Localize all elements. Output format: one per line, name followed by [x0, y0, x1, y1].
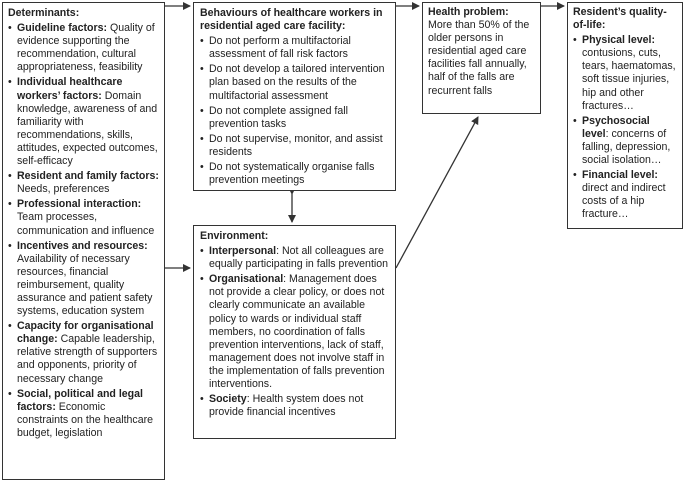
behaviour-item: Do not develop a tailored intervention p… — [200, 63, 389, 102]
determinant-item-text: Economic constraints on the healthcare b… — [17, 400, 154, 439]
environment-title: Environment: — [200, 230, 269, 242]
environment-item: Interpersonal: Not all colleagues are eq… — [200, 245, 389, 271]
determinant-item: Professional interaction: Team processes… — [8, 198, 159, 237]
determinant-item-text: Quality of evidence supporting the recom… — [17, 22, 155, 74]
environment-item-label: Organisational — [209, 273, 284, 286]
environment-box: Environment: Interpersonal: Not all coll… — [193, 225, 396, 439]
quality-of-life-title: Resident’s quality-of-life: — [573, 6, 667, 32]
quality-of-life-item-text: direct and indirect costs of a hip fract… — [582, 182, 666, 221]
determinant-item-label: Incentives and resources: — [17, 239, 148, 252]
determinant-item-label: Resident and family factors: — [17, 170, 159, 183]
environment-item-text: : Not all colleagues are equally partici… — [209, 245, 389, 271]
determinant-item-label: Guideline factors: — [17, 22, 108, 35]
determinant-item-label: Professional interaction: — [17, 198, 142, 211]
quality-of-life-item: Financial level: direct and indirect cos… — [573, 169, 677, 221]
behaviour-item: Do not systematically organise falls pre… — [200, 161, 389, 187]
determinants-title: Determinants: — [8, 7, 80, 19]
quality-of-life-box: Resident’s quality-of-life: Physical lev… — [567, 2, 683, 229]
determinant-item-label: Individual healthcare workers’ factors: — [17, 76, 123, 102]
health-problem-title: Health problem: — [428, 6, 509, 18]
quality-of-life-item-text: contusions, cuts, tears, haematomas, sof… — [582, 47, 676, 112]
determinant-item-text: Domain knowledge, awareness of and famil… — [17, 89, 158, 168]
quality-of-life-item-label: Financial level: — [582, 169, 658, 182]
behaviour-item: Do not perform a multifactorial assessme… — [200, 35, 389, 61]
determinant-item-label: Capacity for organisational change: — [17, 320, 154, 346]
environment-item-label: Interpersonal — [209, 245, 277, 258]
behaviours-list: Do not perform a multifactorial assessme… — [200, 35, 389, 187]
environment-item-label: Society — [209, 393, 247, 406]
quality-of-life-item: Psychosocial level: concerns of falling,… — [573, 115, 677, 167]
behaviours-title: Behaviours of healthcare workers in resi… — [200, 7, 383, 33]
determinant-item: Incentives and resources: Availability o… — [8, 240, 159, 319]
determinant-item: Individual healthcare workers’ factors: … — [8, 76, 159, 168]
behaviour-item: Do not complete assigned fall prevention… — [200, 105, 389, 131]
determinants-box: Determinants: Guideline factors: Quality… — [2, 2, 165, 480]
determinant-item: Resident and family factors: Needs, pref… — [8, 170, 159, 196]
quality-of-life-list: Physical level: contusions, cuts, tears,… — [573, 34, 677, 221]
determinant-item: Social, political and legal factors: Eco… — [8, 388, 159, 440]
environment-item: Society: Health system does not provide … — [200, 393, 389, 419]
behaviours-box: Behaviours of healthcare workers in resi… — [193, 2, 396, 191]
health-problem-box: Health problem: More than 50% of the old… — [422, 2, 541, 114]
quality-of-life-item: Physical level: contusions, cuts, tears,… — [573, 34, 677, 113]
arrow-environment-to-health-problem — [395, 116, 479, 269]
environment-item-text: : Management does not provide a clear po… — [209, 273, 385, 391]
determinant-item-text: Capable leadership, relative strength of… — [17, 333, 158, 385]
behaviour-item: Do not supervise, monitor, and assist re… — [200, 133, 389, 159]
determinant-item-label: Social, political and legal factors: — [17, 387, 143, 413]
determinant-item-text: Availability of necessary resources, fin… — [17, 252, 153, 318]
environment-list: Interpersonal: Not all colleagues are eq… — [200, 245, 389, 419]
quality-of-life-item-text: : concerns of falling, depression, socia… — [582, 127, 671, 167]
health-problem-text: More than 50% of the older persons in re… — [428, 19, 530, 97]
environment-item: Organisational: Management does not prov… — [200, 273, 389, 391]
determinant-item: Capacity for organisational change: Capa… — [8, 320, 159, 385]
quality-of-life-item-label: Physical level: — [582, 34, 656, 47]
determinant-item-text: Team processes, communication and influe… — [17, 211, 155, 237]
environment-item-text: : Health system does not provide financi… — [209, 393, 364, 419]
quality-of-life-item-label: Psychosocial level — [582, 114, 650, 140]
determinant-item-text: Needs, preferences — [17, 183, 110, 196]
determinant-item: Guideline factors: Quality of evidence s… — [8, 22, 159, 74]
determinants-list: Guideline factors: Quality of evidence s… — [8, 22, 159, 440]
